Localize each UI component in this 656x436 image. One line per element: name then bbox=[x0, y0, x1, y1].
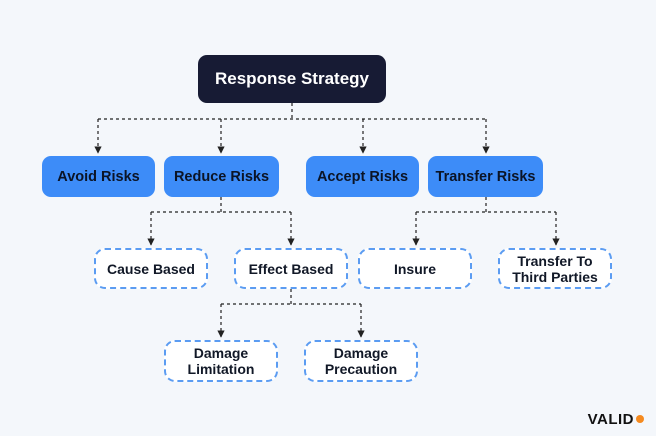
node-reduce-risks: Reduce Risks bbox=[164, 156, 279, 197]
root-node-response-strategy: Response Strategy bbox=[198, 55, 386, 103]
node-accept-risks: Accept Risks bbox=[306, 156, 419, 197]
node-cause-based: Cause Based bbox=[94, 248, 208, 289]
node-insure: Insure bbox=[358, 248, 472, 289]
node-transfer-risks: Transfer Risks bbox=[428, 156, 543, 197]
node-avoid-risks: Avoid Risks bbox=[42, 156, 155, 197]
brand-dot-icon bbox=[636, 415, 644, 423]
brand-logo: VALID bbox=[588, 411, 644, 428]
node-effect-based: Effect Based bbox=[234, 248, 348, 289]
node-transfer-to-third-parties: Transfer To Third Parties bbox=[498, 248, 612, 289]
brand-logo-text: VALID bbox=[587, 411, 634, 428]
node-damage-precaution: Damage Precaution bbox=[304, 340, 418, 382]
node-damage-limitation: Damage Limitation bbox=[164, 340, 278, 382]
